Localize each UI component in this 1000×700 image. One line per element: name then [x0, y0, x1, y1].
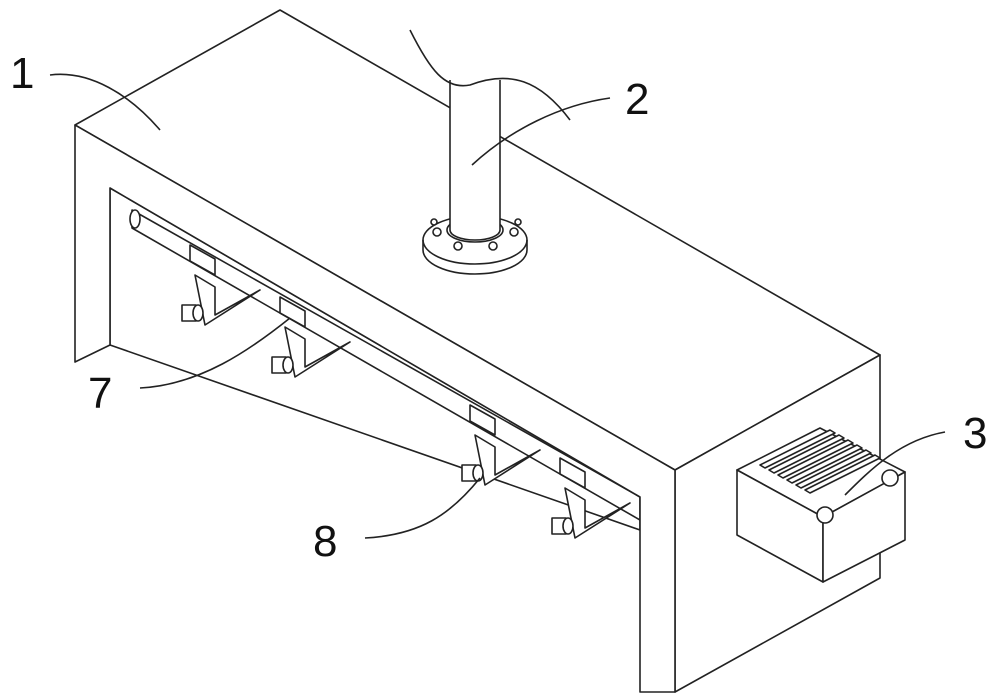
label-part-8: 8 [313, 520, 337, 564]
bolt [552, 518, 573, 534]
label-part-7: 7 [88, 372, 112, 416]
label-part-3: 3 [963, 412, 987, 456]
label-part-1: 1 [10, 52, 34, 96]
bolt [272, 357, 293, 373]
bolt [182, 305, 203, 321]
label-part-2: 2 [625, 78, 649, 122]
